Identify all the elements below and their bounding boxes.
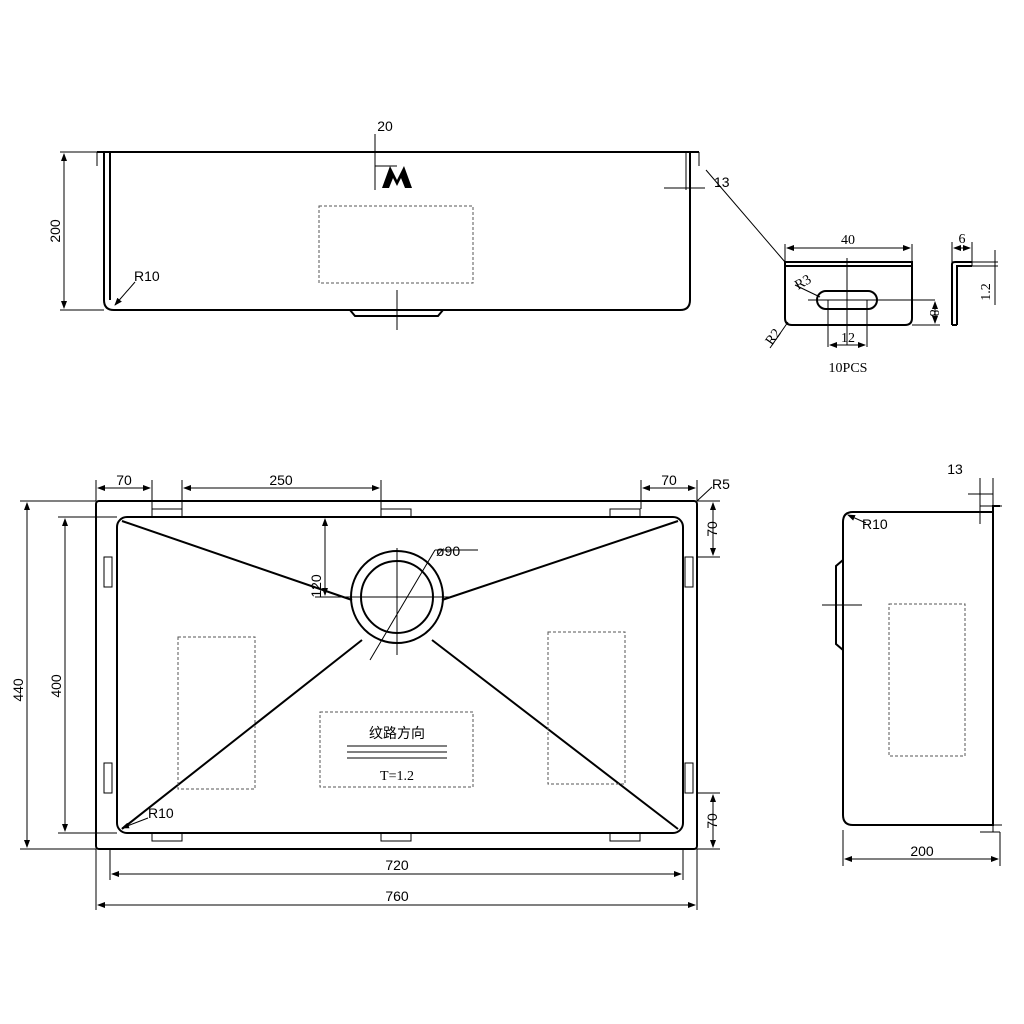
top-view: ø90 纹路方向 T=1.2 70 250 70 R5 70 70 120 R1…	[10, 472, 730, 910]
grain-label: 纹路方向	[369, 726, 425, 742]
radius-label: R10	[862, 516, 888, 532]
grain-label-box	[319, 711, 474, 788]
logo-icon	[382, 166, 412, 188]
dim-slot: 12	[841, 331, 855, 346]
radius-slot: R3	[793, 272, 815, 293]
dim-right-tab: 70	[661, 472, 677, 488]
corner-radius: R5	[712, 476, 730, 492]
drain-diameter: ø90	[436, 543, 460, 559]
bracket-detail: 40 12 8 R3 R2 10PCS 6 1.2	[763, 232, 998, 376]
drain-offset: 120	[308, 574, 324, 598]
dim-top: 20	[377, 118, 393, 134]
clip-tabs	[103, 508, 694, 842]
dim-tab-spacing: 250	[269, 472, 293, 488]
radius-corner: R2	[763, 326, 785, 348]
dim-flange: 13	[714, 174, 730, 190]
dim-inner-height: 400	[48, 674, 64, 698]
dim-height: 8	[926, 310, 941, 317]
quantity: 10PCS	[829, 361, 868, 376]
dim-left-tab: 70	[116, 472, 132, 488]
dim-outer-width: 760	[385, 888, 409, 904]
dim-width: 40	[841, 233, 855, 248]
label-area	[318, 205, 474, 284]
dim-flange: 13	[947, 461, 963, 477]
thickness-label: T=1.2	[380, 769, 414, 784]
dim-height: 200	[47, 219, 63, 243]
dim-flange: 6	[959, 232, 966, 247]
front-view: 200 20 R10 13	[47, 118, 786, 330]
radius-label: R10	[134, 268, 160, 284]
dim-side-tab-top: 70	[704, 521, 720, 537]
dim-inner-width: 720	[385, 857, 409, 873]
dim-outer-height: 440	[10, 678, 26, 702]
dim-depth: 200	[910, 843, 934, 859]
dim-thickness: 1.2	[979, 283, 994, 301]
inner-radius: R10	[148, 805, 174, 821]
side-view: 13 R10 200	[822, 461, 1002, 866]
dim-side-tab-bottom: 70	[704, 813, 720, 829]
